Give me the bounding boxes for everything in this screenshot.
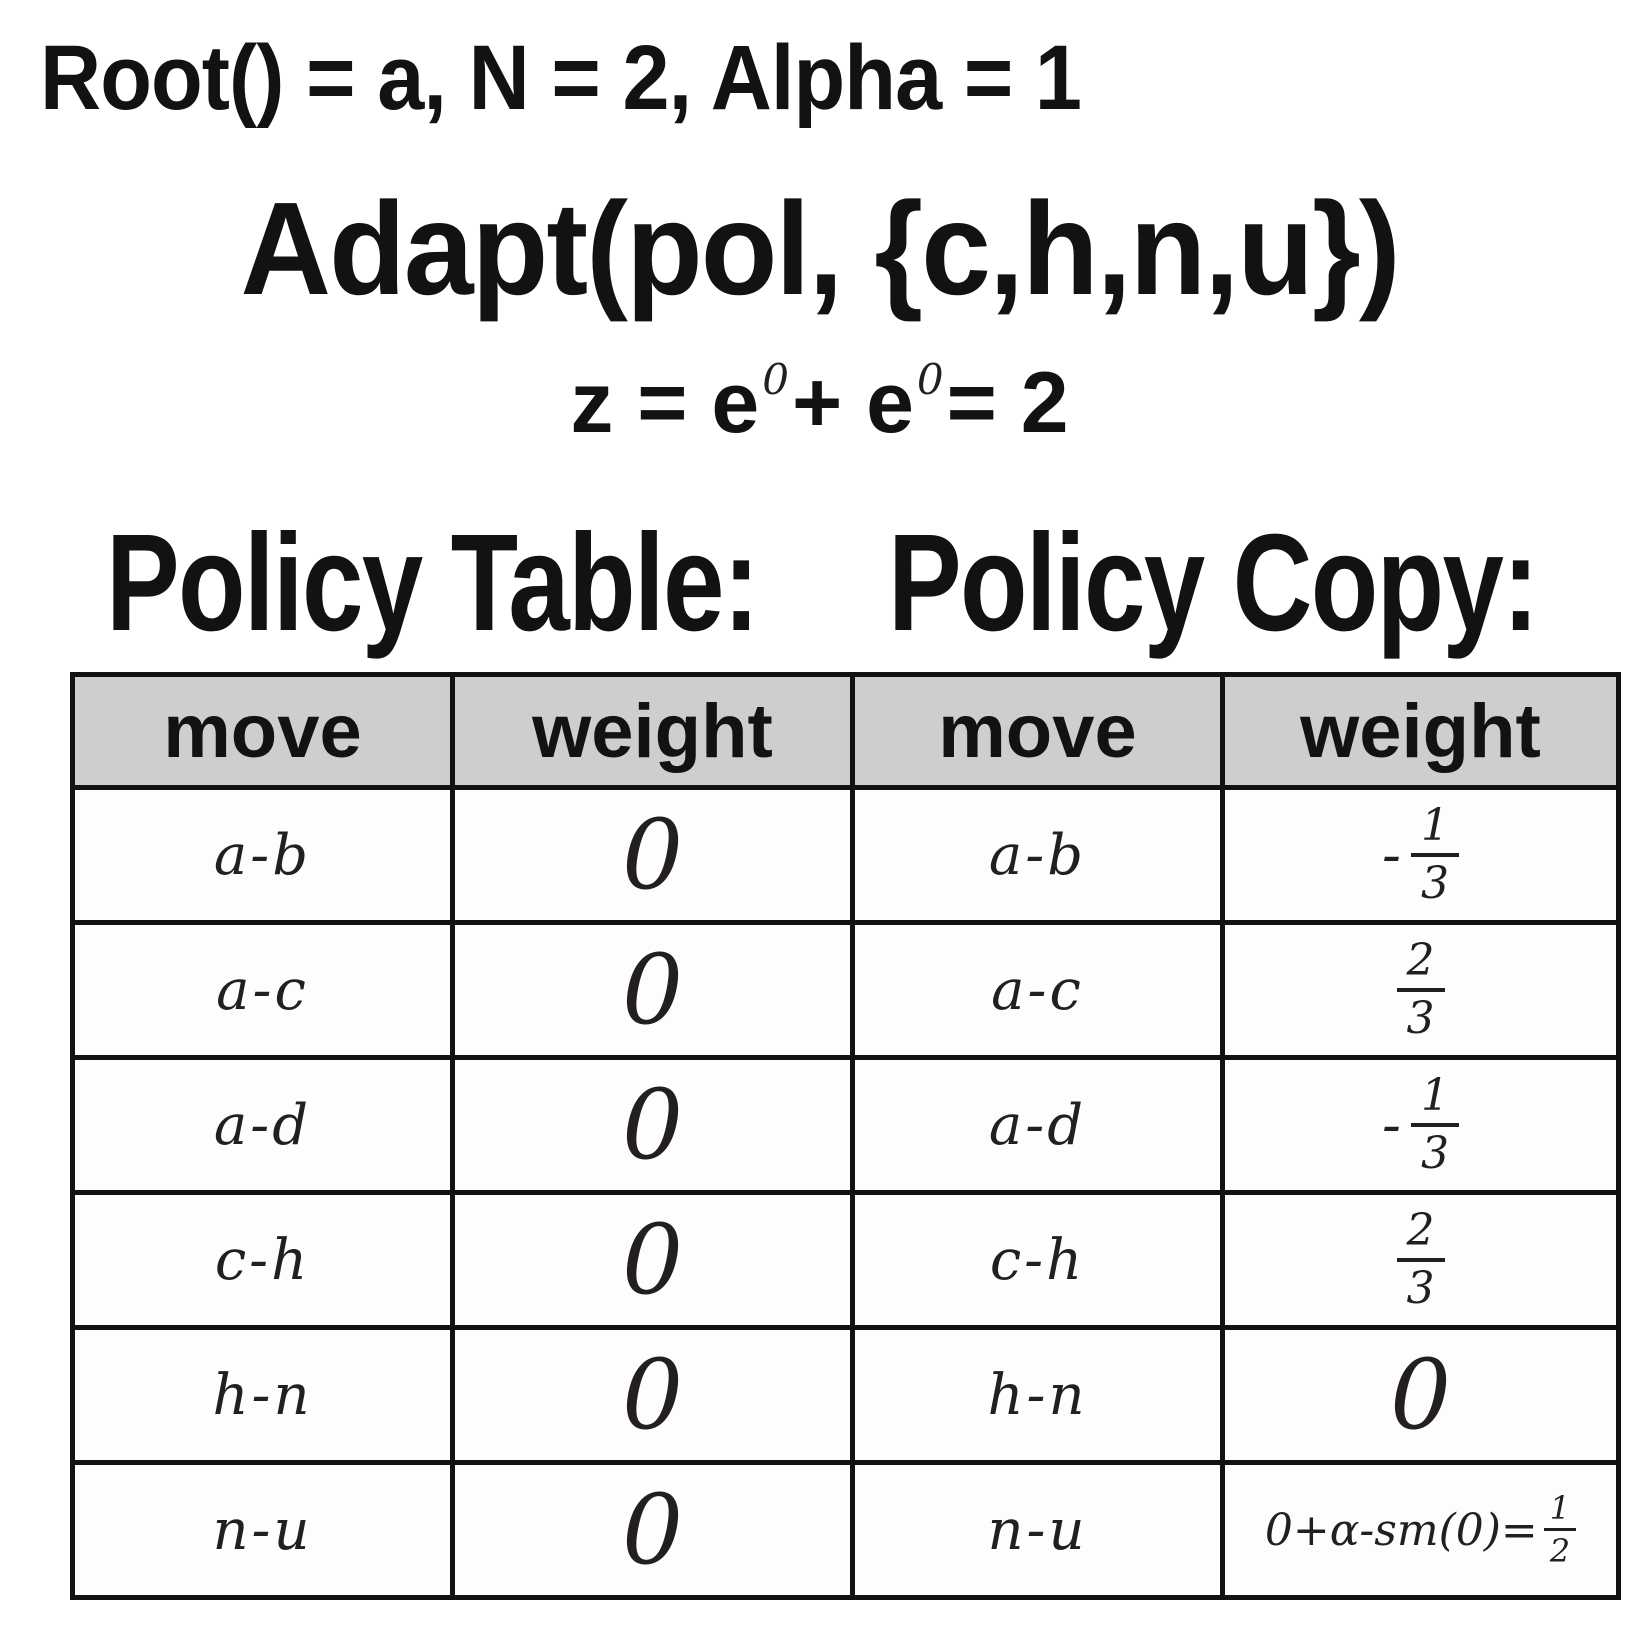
fraction: 1 2 — [1543, 1491, 1577, 1570]
col-header-weight-left: weight — [450, 672, 855, 790]
move-cell: n-u — [70, 1460, 455, 1600]
fraction: 2 3 — [1396, 1207, 1445, 1314]
weight-sign: - — [1382, 822, 1401, 888]
move-cell: h-n — [70, 1325, 455, 1465]
fraction-numerator: 2 — [1396, 937, 1445, 992]
weight-value: 0 — [1389, 1339, 1452, 1451]
weight-cell: 0 — [450, 920, 855, 1060]
page-title: Adapt(pol, {c,h,n,u}) — [240, 175, 1400, 322]
fraction-numerator: 1 — [1543, 1491, 1577, 1531]
weight-cell: 0 — [1220, 1325, 1621, 1465]
col-header-move-right: move — [850, 672, 1225, 790]
weight-cell: 2 3 — [1220, 920, 1621, 1060]
header-row: move weight move weight — [70, 672, 1621, 790]
equation: z = e0+ e0= 2 — [570, 352, 1068, 455]
weight-cell: - 1 3 — [1220, 785, 1621, 925]
col-header-weight-right: weight — [1220, 672, 1621, 790]
weight-cell: 0 — [450, 1460, 855, 1600]
weight-cell: 0 — [450, 1055, 855, 1195]
move-cell: a-b — [850, 785, 1225, 925]
weight-cell: 0 — [450, 785, 855, 925]
policy-table: move weight move weight a-b 0 a-b - 1 3 — [70, 672, 1621, 1600]
section-headings: Policy Table: Policy Copy: — [0, 506, 1639, 666]
table-row: c-h 0 c-h 2 3 — [70, 1190, 1621, 1330]
title-row: Adapt(pol, {c,h,n,u}) — [0, 176, 1639, 321]
weight-cell: 2 3 — [1220, 1190, 1621, 1330]
fraction-numerator: 1 — [1410, 802, 1459, 857]
table-row: a-b 0 a-b - 1 3 — [70, 785, 1621, 925]
move-cell: c-h — [70, 1190, 455, 1330]
weight-cell: - 1 3 — [1220, 1055, 1621, 1195]
weight-cell: 0+α-sm(0)= 1 2 — [1220, 1460, 1621, 1600]
fraction: 1 3 — [1410, 802, 1459, 909]
fraction-denominator: 3 — [1420, 858, 1449, 909]
fraction-denominator: 3 — [1420, 1128, 1449, 1179]
fraction-denominator: 3 — [1406, 993, 1435, 1044]
move-cell: a-d — [850, 1055, 1225, 1195]
weight-sign: - — [1382, 1092, 1401, 1158]
fraction: 1 3 — [1410, 1072, 1459, 1179]
move-cell: a-c — [70, 920, 455, 1060]
equation-segment: + e — [791, 355, 914, 451]
policy-copy-heading: Policy Copy: — [888, 506, 1539, 660]
equation-superscript: 0 — [916, 355, 944, 404]
weight-cell: 0 — [450, 1325, 855, 1465]
col-header-move-left: move — [70, 672, 455, 790]
move-cell: n-u — [850, 1460, 1225, 1600]
move-cell: c-h — [850, 1190, 1225, 1330]
equation-row: z = e0+ e0= 2 — [0, 352, 1639, 455]
policy-table-heading: Policy Table: — [106, 506, 760, 660]
equation-superscript: 0 — [762, 355, 789, 404]
move-cell: a-c — [850, 920, 1225, 1060]
weight-cell: 0 — [450, 1190, 855, 1330]
equation-segment: = 2 — [946, 355, 1069, 451]
table-row: n-u 0 n-u 0+α-sm(0)= 1 2 — [70, 1460, 1621, 1600]
params-line: Root() = a, N = 2, Alpha = 1 — [40, 27, 1082, 129]
move-cell: h-n — [850, 1325, 1225, 1465]
fraction-numerator: 2 — [1396, 1207, 1445, 1262]
table-row: a-d 0 a-d - 1 3 — [70, 1055, 1621, 1195]
equation-segment: z = e — [570, 355, 760, 451]
table-row: a-c 0 a-c 2 3 — [70, 920, 1621, 1060]
move-cell: a-b — [70, 785, 455, 925]
move-cell: a-d — [70, 1055, 455, 1195]
table-row: h-n 0 h-n 0 — [70, 1325, 1621, 1465]
weight-expression: 0+α-sm(0)= — [1264, 1504, 1538, 1556]
fraction: 2 3 — [1396, 937, 1445, 1044]
fraction-denominator: 3 — [1406, 1263, 1435, 1314]
fraction-numerator: 1 — [1410, 1072, 1459, 1127]
fraction-denominator: 2 — [1549, 1531, 1571, 1570]
